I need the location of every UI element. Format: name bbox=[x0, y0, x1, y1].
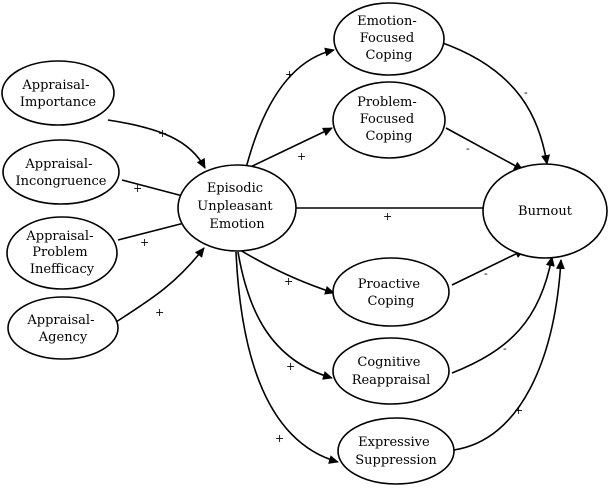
sign-incongruence-to-emotion: + bbox=[133, 182, 142, 195]
svg-text:Cognitive Reappraisal: Cognitive Reappraisal bbox=[352, 355, 431, 388]
sign-emotion-to-problem-focused: + bbox=[297, 150, 306, 163]
svg-text:Episodic Unpleasant: Episodic Unpleasant Emotion bbox=[197, 181, 276, 232]
node-problem-focused-coping: Problem- Focused Coping bbox=[332, 81, 446, 159]
sign-agency-to-emotion: + bbox=[155, 306, 164, 319]
svg-text:Appraisal- Agency: Appraisal- Agency bbox=[26, 313, 98, 345]
sign-problem-inefficacy-to-emotion: + bbox=[140, 236, 149, 249]
edge-cognitive-to-burnout bbox=[451, 256, 555, 374]
edge-expressive-to-burnout bbox=[453, 259, 565, 451]
edge-agency-to-emotion bbox=[115, 247, 205, 323]
node-emotion-focused-coping: Emotion- Focused Coping bbox=[333, 2, 445, 76]
edges bbox=[107, 41, 565, 464]
edge-emotion-to-emotion-focused bbox=[244, 47, 335, 173]
sign-emotion-to-burnout: + bbox=[383, 210, 392, 223]
edge-signs: + + + + + + + + + + - - - - + bbox=[133, 68, 528, 445]
edge-emotion-to-expressive bbox=[235, 251, 339, 464]
svg-text:Appraisal- Problem: Appraisal- Problem Inefficacy bbox=[25, 229, 97, 277]
edge-problem-focused-to-burnout bbox=[445, 127, 524, 171]
edge-emotion-to-proactive bbox=[239, 249, 335, 295]
edge-importance-to-emotion bbox=[107, 119, 206, 169]
svg-text:Proactive Coping: Proactive Coping bbox=[358, 277, 424, 309]
node-expressive-suppression: Expressive Suppression bbox=[337, 417, 455, 485]
node-appraisal-agency: Appraisal- Agency bbox=[7, 296, 119, 360]
node-cognitive-reappraisal: Cognitive Reappraisal bbox=[332, 337, 450, 405]
sign-emotion-to-cognitive: + bbox=[286, 360, 295, 373]
sign-emotion-to-emotion-focused: + bbox=[285, 68, 294, 81]
svg-text:Emotion- Focused C: Emotion- Focused Coping bbox=[357, 14, 421, 63]
node-burnout: Burnout bbox=[482, 163, 608, 259]
edge-emotion-to-cognitive bbox=[237, 251, 333, 380]
node-appraisal-incongruence: Appraisal- Incongruence bbox=[2, 139, 120, 205]
sign-emotion-focused-to-burnout: - bbox=[524, 86, 528, 99]
node-appraisal-problem-inefficacy: Appraisal- Problem Inefficacy bbox=[6, 216, 118, 290]
sign-expressive-to-burnout: + bbox=[514, 404, 523, 417]
svg-text:Expressive Suppression: Expressive Suppression bbox=[355, 435, 437, 468]
svg-text:Problem- Focused C: Problem- Focused Coping bbox=[357, 95, 421, 144]
svg-text:Appraisal- Importance: Appraisal- Importance bbox=[20, 78, 96, 110]
edge-proactive-to-burnout bbox=[451, 249, 525, 286]
edge-emotion-to-problem-focused bbox=[243, 127, 333, 171]
node-episodic-unpleasant-emotion: Episodic Unpleasant Emotion bbox=[177, 164, 297, 252]
sign-emotion-to-proactive: + bbox=[284, 275, 293, 288]
sign-emotion-to-expressive: + bbox=[275, 432, 284, 445]
sign-cognitive-to-burnout: - bbox=[503, 342, 507, 355]
sign-importance-to-emotion: + bbox=[158, 127, 167, 140]
svg-text:Appraisal- Incongruence: Appraisal- Incongruence bbox=[16, 157, 107, 189]
sign-problem-focused-to-burnout: - bbox=[466, 142, 470, 155]
svg-text:Burnout: Burnout bbox=[518, 204, 573, 219]
sign-proactive-to-burnout: - bbox=[484, 267, 488, 280]
edge-emotion-focused-to-burnout bbox=[439, 41, 551, 165]
node-proactive-coping: Proactive Coping bbox=[332, 257, 450, 327]
node-appraisal-importance: Appraisal- Importance bbox=[1, 60, 115, 126]
